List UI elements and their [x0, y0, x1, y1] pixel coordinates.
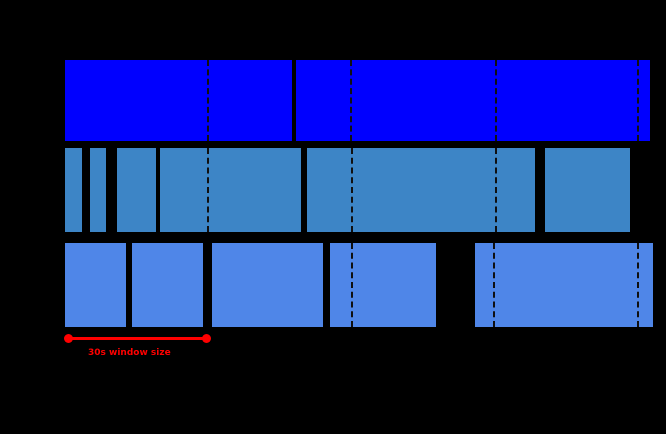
window-boundary-marker [351, 148, 353, 232]
window-boundary-marker [350, 60, 352, 141]
window-boundary-marker [351, 243, 353, 327]
window-boundary-marker [207, 148, 209, 232]
timeline-bar [545, 148, 630, 232]
timeline-track-1 [0, 60, 666, 141]
timeline-bar [475, 243, 653, 327]
timeline-bar [307, 148, 535, 232]
window-boundary-marker [637, 60, 639, 141]
timeline-bar [296, 60, 650, 141]
timeline-bar [65, 243, 126, 327]
window-size-end-dot [202, 334, 211, 343]
timeline-bar [117, 148, 156, 232]
timeline-bar [65, 148, 82, 232]
timeline-bar [212, 243, 323, 327]
window-size-label: 30s window size [88, 348, 171, 358]
window-boundary-marker [495, 60, 497, 141]
timeline-bar [65, 60, 292, 141]
window-size-line [68, 337, 207, 340]
window-boundary-marker [207, 60, 209, 141]
timeline-bar [90, 148, 106, 232]
timeline-track-3 [0, 243, 666, 327]
timeline-bar [330, 243, 436, 327]
timeline-bar [160, 148, 301, 232]
timeline-track-2 [0, 148, 666, 232]
window-boundary-marker [637, 243, 639, 327]
window-boundary-marker [493, 243, 495, 327]
timeline-bar [132, 243, 203, 327]
window-boundary-marker [495, 148, 497, 232]
window-size-start-dot [64, 334, 73, 343]
